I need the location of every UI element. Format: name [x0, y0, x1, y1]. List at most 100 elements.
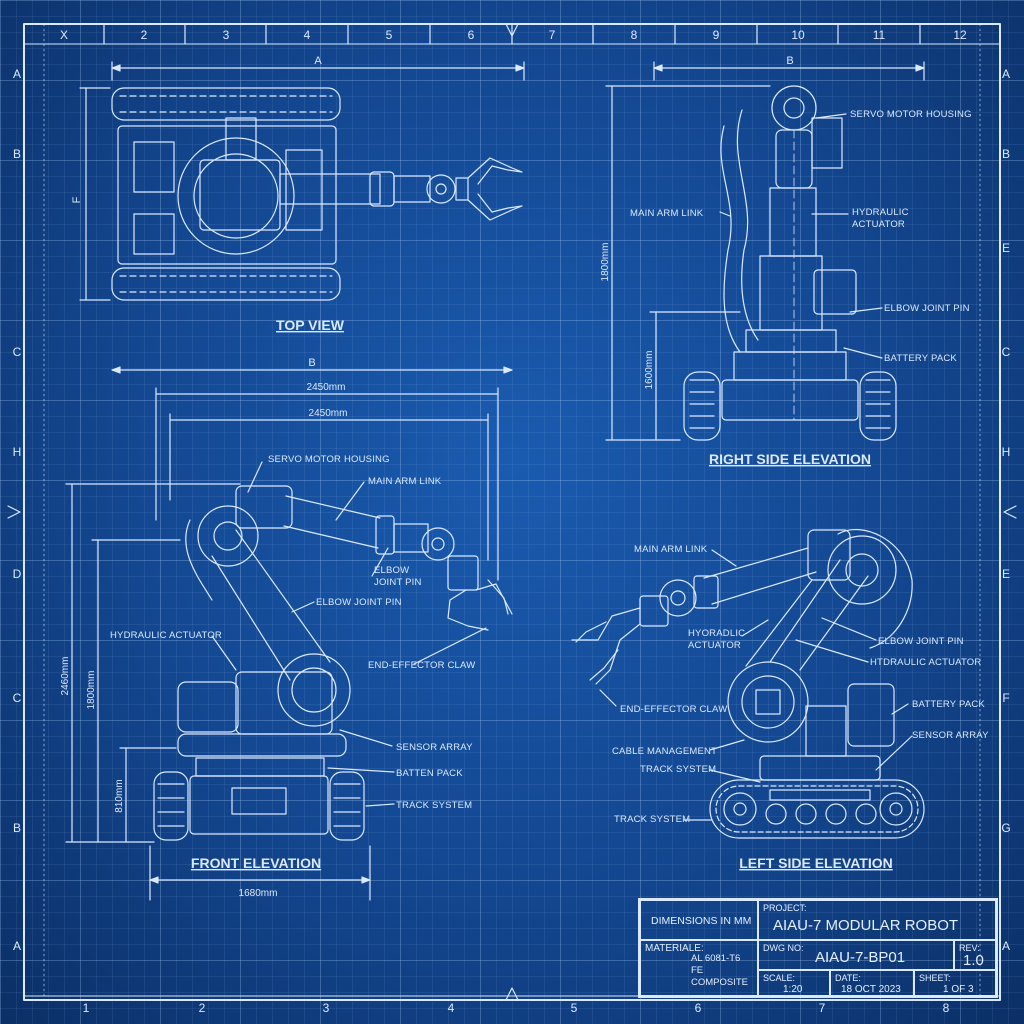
top-zone-label: 10	[791, 28, 805, 42]
top-zone-label: 7	[549, 28, 556, 42]
front-height-1800: 1800mm	[86, 671, 97, 710]
bottom-zone-label: 8	[943, 1001, 950, 1015]
callout-sensor-array: SENSOR ARRAY	[396, 742, 473, 753]
callout-servo-motor-housing: SERVO MOTOR HOUSING	[850, 109, 972, 120]
bottom-zone-label: 5	[571, 1001, 578, 1015]
dimensions-note: DIMENSIONS IN MM	[651, 915, 752, 927]
front-height-2460: 2460mm	[60, 657, 71, 696]
top-zone-label: 2	[141, 28, 148, 42]
front-base-width: 1680mm	[239, 888, 278, 899]
callout-track-system: TRACK SYSTEM	[396, 800, 472, 811]
callout-track-system-lower: TRACK SYSTEM	[614, 814, 690, 825]
callout-battery-pack: BATTERY PACK	[884, 353, 957, 364]
callout-sensor-array: SENSOR ARRAY	[912, 730, 989, 741]
front-height-810: 810mm	[114, 779, 125, 812]
scale-cell: SCALE: 1:20	[758, 970, 830, 996]
callout-htdraulic-actuator: HTDRAULIC ACTUATOR	[870, 657, 981, 668]
drawing-number: AIAU-7-BP01	[815, 949, 906, 966]
left-zone-label: C	[13, 691, 22, 705]
bottom-zone-label: 3	[323, 1001, 330, 1015]
callout-servo-motor-housing: SERVO MOTOR HOUSING	[268, 454, 390, 465]
material-line-2: FE	[691, 965, 704, 976]
sheet-label: SHEET:	[919, 973, 951, 983]
top-zone-label: 11	[873, 28, 886, 42]
front-width-2450b: 2450mm	[309, 408, 348, 419]
callout-end-effector-claw: END-EFFECTOR CLAW	[368, 660, 475, 671]
right-elevation-title: RIGHT SIDE ELEVATION	[709, 451, 871, 467]
callout-hydraulic-actuator: HYDRAULIC ACTUATOR	[110, 630, 222, 641]
callout-elbow-joint-pin: ELBOW JOINT PIN	[878, 636, 964, 647]
callout-main-arm-link: MAIN ARM LINK	[630, 208, 704, 219]
left-zone-label: B	[13, 821, 21, 835]
right-zone-label: E	[1002, 567, 1010, 581]
material-line-1: AL 6081-T6	[691, 953, 741, 964]
border-labels-right: A B C H E F G A E	[1001, 67, 1010, 953]
date-label: DATE:	[835, 973, 861, 983]
bottom-zone-label: 1	[83, 1001, 90, 1015]
front-elevation-drawing	[65, 366, 513, 901]
left-zone-label: H	[13, 445, 22, 459]
bottom-zone-label: 7	[819, 1001, 826, 1015]
dimensions-note-cell: DIMENSIONS IN MM	[640, 900, 758, 940]
border-labels-left: A B C H D C B A	[13, 67, 22, 953]
sheet-value: 1 OF 3	[943, 984, 974, 995]
project-label: PROJECT:	[763, 903, 807, 913]
border-labels-top: X 2 3 4 5 6 7 8 9 10 11 12	[60, 28, 967, 42]
right-zone-label: H	[1002, 445, 1011, 459]
material-line-3: COMPOSITE	[691, 977, 749, 988]
callout-hyoradlic: HYORADLIC	[688, 628, 745, 639]
front-dimension-b: B	[308, 357, 315, 369]
left-zone-label: D	[13, 567, 22, 581]
right-zone-label: E	[1002, 241, 1010, 255]
top-zone-label: 4	[304, 28, 311, 42]
material-cell: MATERIALE: AL 6081-T6 FE COMPOSITE	[640, 940, 758, 996]
top-dimension-a: A	[314, 55, 322, 67]
right-elevation-drawing	[605, 61, 925, 441]
callout-actuator: ACTUATOR	[688, 640, 741, 651]
right-zone-label: C	[1002, 345, 1011, 359]
callout-joint-pin: JOINT PIN	[374, 577, 422, 588]
callout-elbow-joint-pin: ELBOW JOINT PIN	[884, 303, 970, 314]
front-width-2450a: 2450mm	[307, 382, 346, 393]
drawing-number-cell: DWG NO: AIAU-7-BP01	[758, 940, 954, 970]
right-zone-label: A	[1002, 67, 1010, 81]
right-zone-label: G	[1001, 821, 1010, 835]
right-elevation-callouts: SERVO MOTOR HOUSING MAIN ARM LINK HYDRAU…	[630, 109, 972, 364]
top-zone-label: X	[60, 28, 68, 42]
left-zone-label: A	[13, 939, 21, 953]
callout-hydraulic: HYDRAULIC	[852, 207, 909, 218]
revision-cell: REV: 1.0	[954, 940, 996, 970]
left-zone-label: C	[13, 345, 22, 359]
top-view-drawing	[79, 61, 525, 301]
bottom-zone-label: 6	[695, 1001, 702, 1015]
revision-value: 1.0	[963, 952, 984, 969]
top-zone-label: 8	[631, 28, 638, 42]
callout-elbow: ELBOW	[374, 565, 409, 576]
callout-track-system: TRACK SYSTEM	[640, 764, 716, 775]
top-zone-label: 12	[953, 28, 967, 42]
scale-label: SCALE:	[763, 973, 796, 983]
callout-actuator: ACTUATOR	[852, 219, 905, 230]
project-name: AIAU-7 MODULAR ROBOT	[773, 917, 959, 934]
top-zone-label: 9	[713, 28, 720, 42]
left-zone-label: A	[13, 67, 21, 81]
left-elevation-title: LEFT SIDE ELEVATION	[739, 855, 893, 871]
left-elevation-drawing	[571, 529, 925, 839]
front-elevation-title: FRONT ELEVATION	[191, 855, 321, 871]
right-height-1600: 1600mm	[644, 351, 655, 390]
drawing-number-label: DWG NO:	[763, 943, 804, 953]
right-zone-label: A	[1002, 939, 1010, 953]
border-labels-bottom: 1 2 3 4 5 6 7 8	[83, 1001, 950, 1015]
right-height-1800: 1800mm	[600, 243, 611, 282]
left-elevation-callouts: MAIN ARM LINK HYORADLIC ACTUATOR ELBOW J…	[612, 544, 989, 825]
callout-end-effector-claw: END-EFFECTOR CLAW	[620, 704, 727, 715]
right-zone-label: F	[1002, 691, 1009, 705]
callout-main-arm-link: MAIN ARM LINK	[368, 476, 442, 487]
bottom-zone-label: 2	[199, 1001, 206, 1015]
sheet-cell: SHEET: 1 OF 3	[914, 970, 996, 996]
top-zone-label: 6	[468, 28, 475, 42]
scale-value: 1:20	[783, 984, 803, 995]
callout-main-arm-link: MAIN ARM LINK	[634, 544, 708, 555]
right-zone-label: B	[1002, 147, 1010, 161]
